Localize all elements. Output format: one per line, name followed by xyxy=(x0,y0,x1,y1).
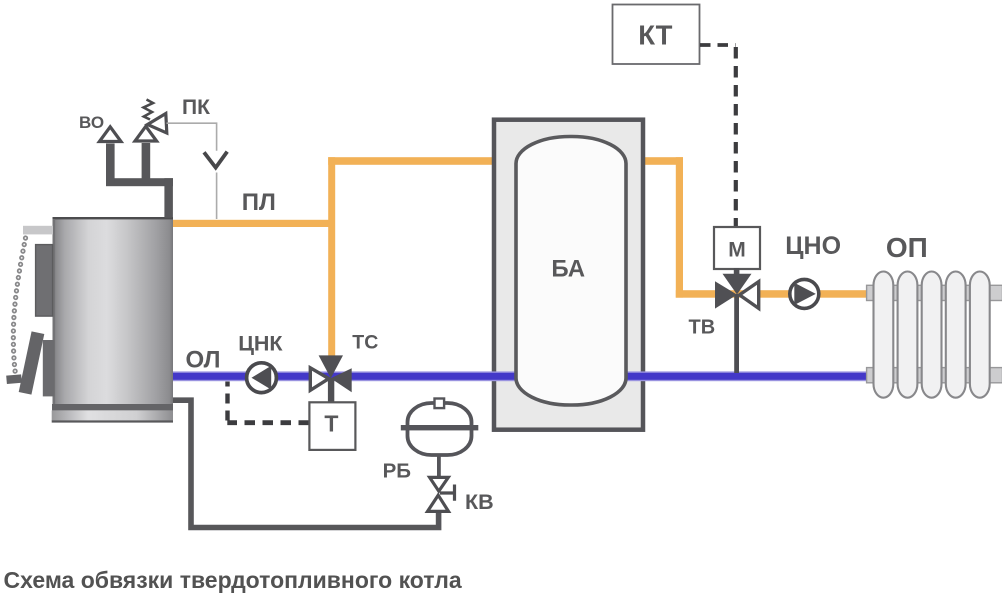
svg-text:РБ: РБ xyxy=(383,460,411,483)
svg-text:ВО: ВО xyxy=(79,113,104,132)
svg-text:ТС: ТС xyxy=(352,332,378,354)
svg-text:ПЛ: ПЛ xyxy=(242,189,276,216)
svg-text:ЦНО: ЦНО xyxy=(785,232,841,260)
svg-text:ЦНК: ЦНК xyxy=(238,332,283,356)
svg-text:Схема обвязки твердотопливного: Схема обвязки твердотопливного котла xyxy=(4,567,462,593)
svg-text:ОЛ: ОЛ xyxy=(186,347,221,374)
svg-text:М: М xyxy=(728,239,746,262)
svg-text:ТВ: ТВ xyxy=(689,317,716,339)
svg-text:Т: Т xyxy=(324,411,338,437)
svg-text:КВ: КВ xyxy=(465,490,494,514)
svg-text:БА: БА xyxy=(551,256,585,283)
svg-text:ПК: ПК xyxy=(182,96,210,119)
svg-text:КТ: КТ xyxy=(638,20,672,51)
svg-text:ОП: ОП xyxy=(886,232,928,263)
